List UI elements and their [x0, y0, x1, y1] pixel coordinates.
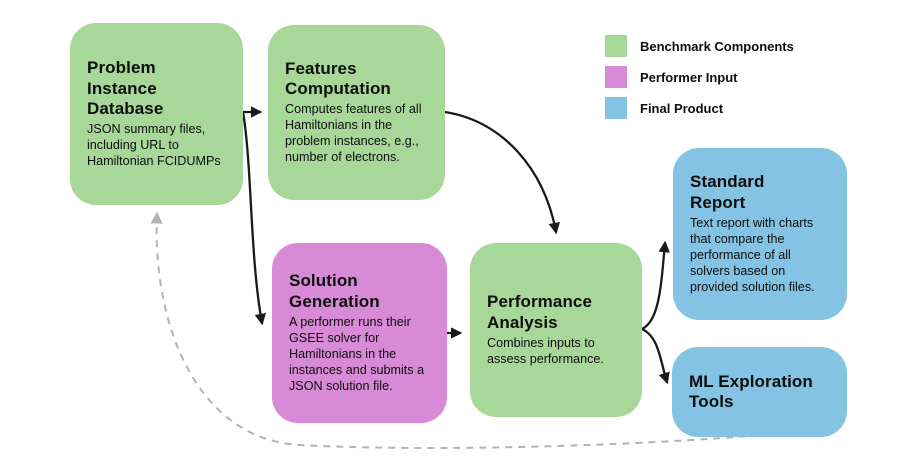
- node-standard-report: Standard Report Text report with charts …: [673, 148, 847, 320]
- node-solution-generation: Solution Generation A performer runs the…: [272, 243, 447, 423]
- node-performance-analysis: Performance Analysis Combines inputs to …: [470, 243, 642, 417]
- node-description: Combines inputs to assess performance.: [487, 335, 604, 366]
- legend: Benchmark Components Performer Input Fin…: [605, 35, 794, 119]
- node-title: Features Computation: [285, 58, 391, 99]
- legend-item-final: Final Product: [605, 97, 794, 119]
- node-title: Solution Generation: [289, 271, 380, 311]
- connector-performance-to-report: [640, 240, 670, 331]
- legend-label: Benchmark Components: [640, 38, 794, 54]
- connector-performance-to-ml: [640, 327, 670, 385]
- node-title: Standard Report: [690, 172, 765, 212]
- node-description: A performer runs their GSEE solver for H…: [289, 314, 425, 393]
- legend-item-benchmark: Benchmark Components: [605, 35, 794, 57]
- connector-features-to-performance: [443, 110, 560, 235]
- legend-item-performer: Performer Input: [605, 66, 794, 88]
- node-title: ML Exploration Tools: [689, 371, 813, 411]
- legend-label: Final Product: [640, 100, 724, 116]
- node-description: Text report with charts that compare the…: [690, 215, 815, 294]
- node-title: Problem Instance Database: [87, 58, 164, 118]
- legend-swatch-benchmark-icon: [605, 35, 627, 57]
- node-description: Computes features of all Hamiltonians in…: [285, 102, 422, 165]
- connector-database-to-solution: [241, 110, 266, 326]
- node-title: Performance Analysis: [487, 292, 593, 332]
- node-description: JSON summary files, including URL to Ham…: [87, 121, 221, 168]
- legend-label: Performer Input: [640, 69, 738, 85]
- node-ml-exploration-tools: ML Exploration Tools: [672, 347, 847, 437]
- node-problem-instance-database: Problem Instance Database JSON summary f…: [70, 23, 243, 205]
- legend-swatch-performer-icon: [605, 66, 627, 88]
- node-features-computation: Features Computation Computes features o…: [268, 25, 445, 200]
- legend-swatch-final-icon: [605, 97, 627, 119]
